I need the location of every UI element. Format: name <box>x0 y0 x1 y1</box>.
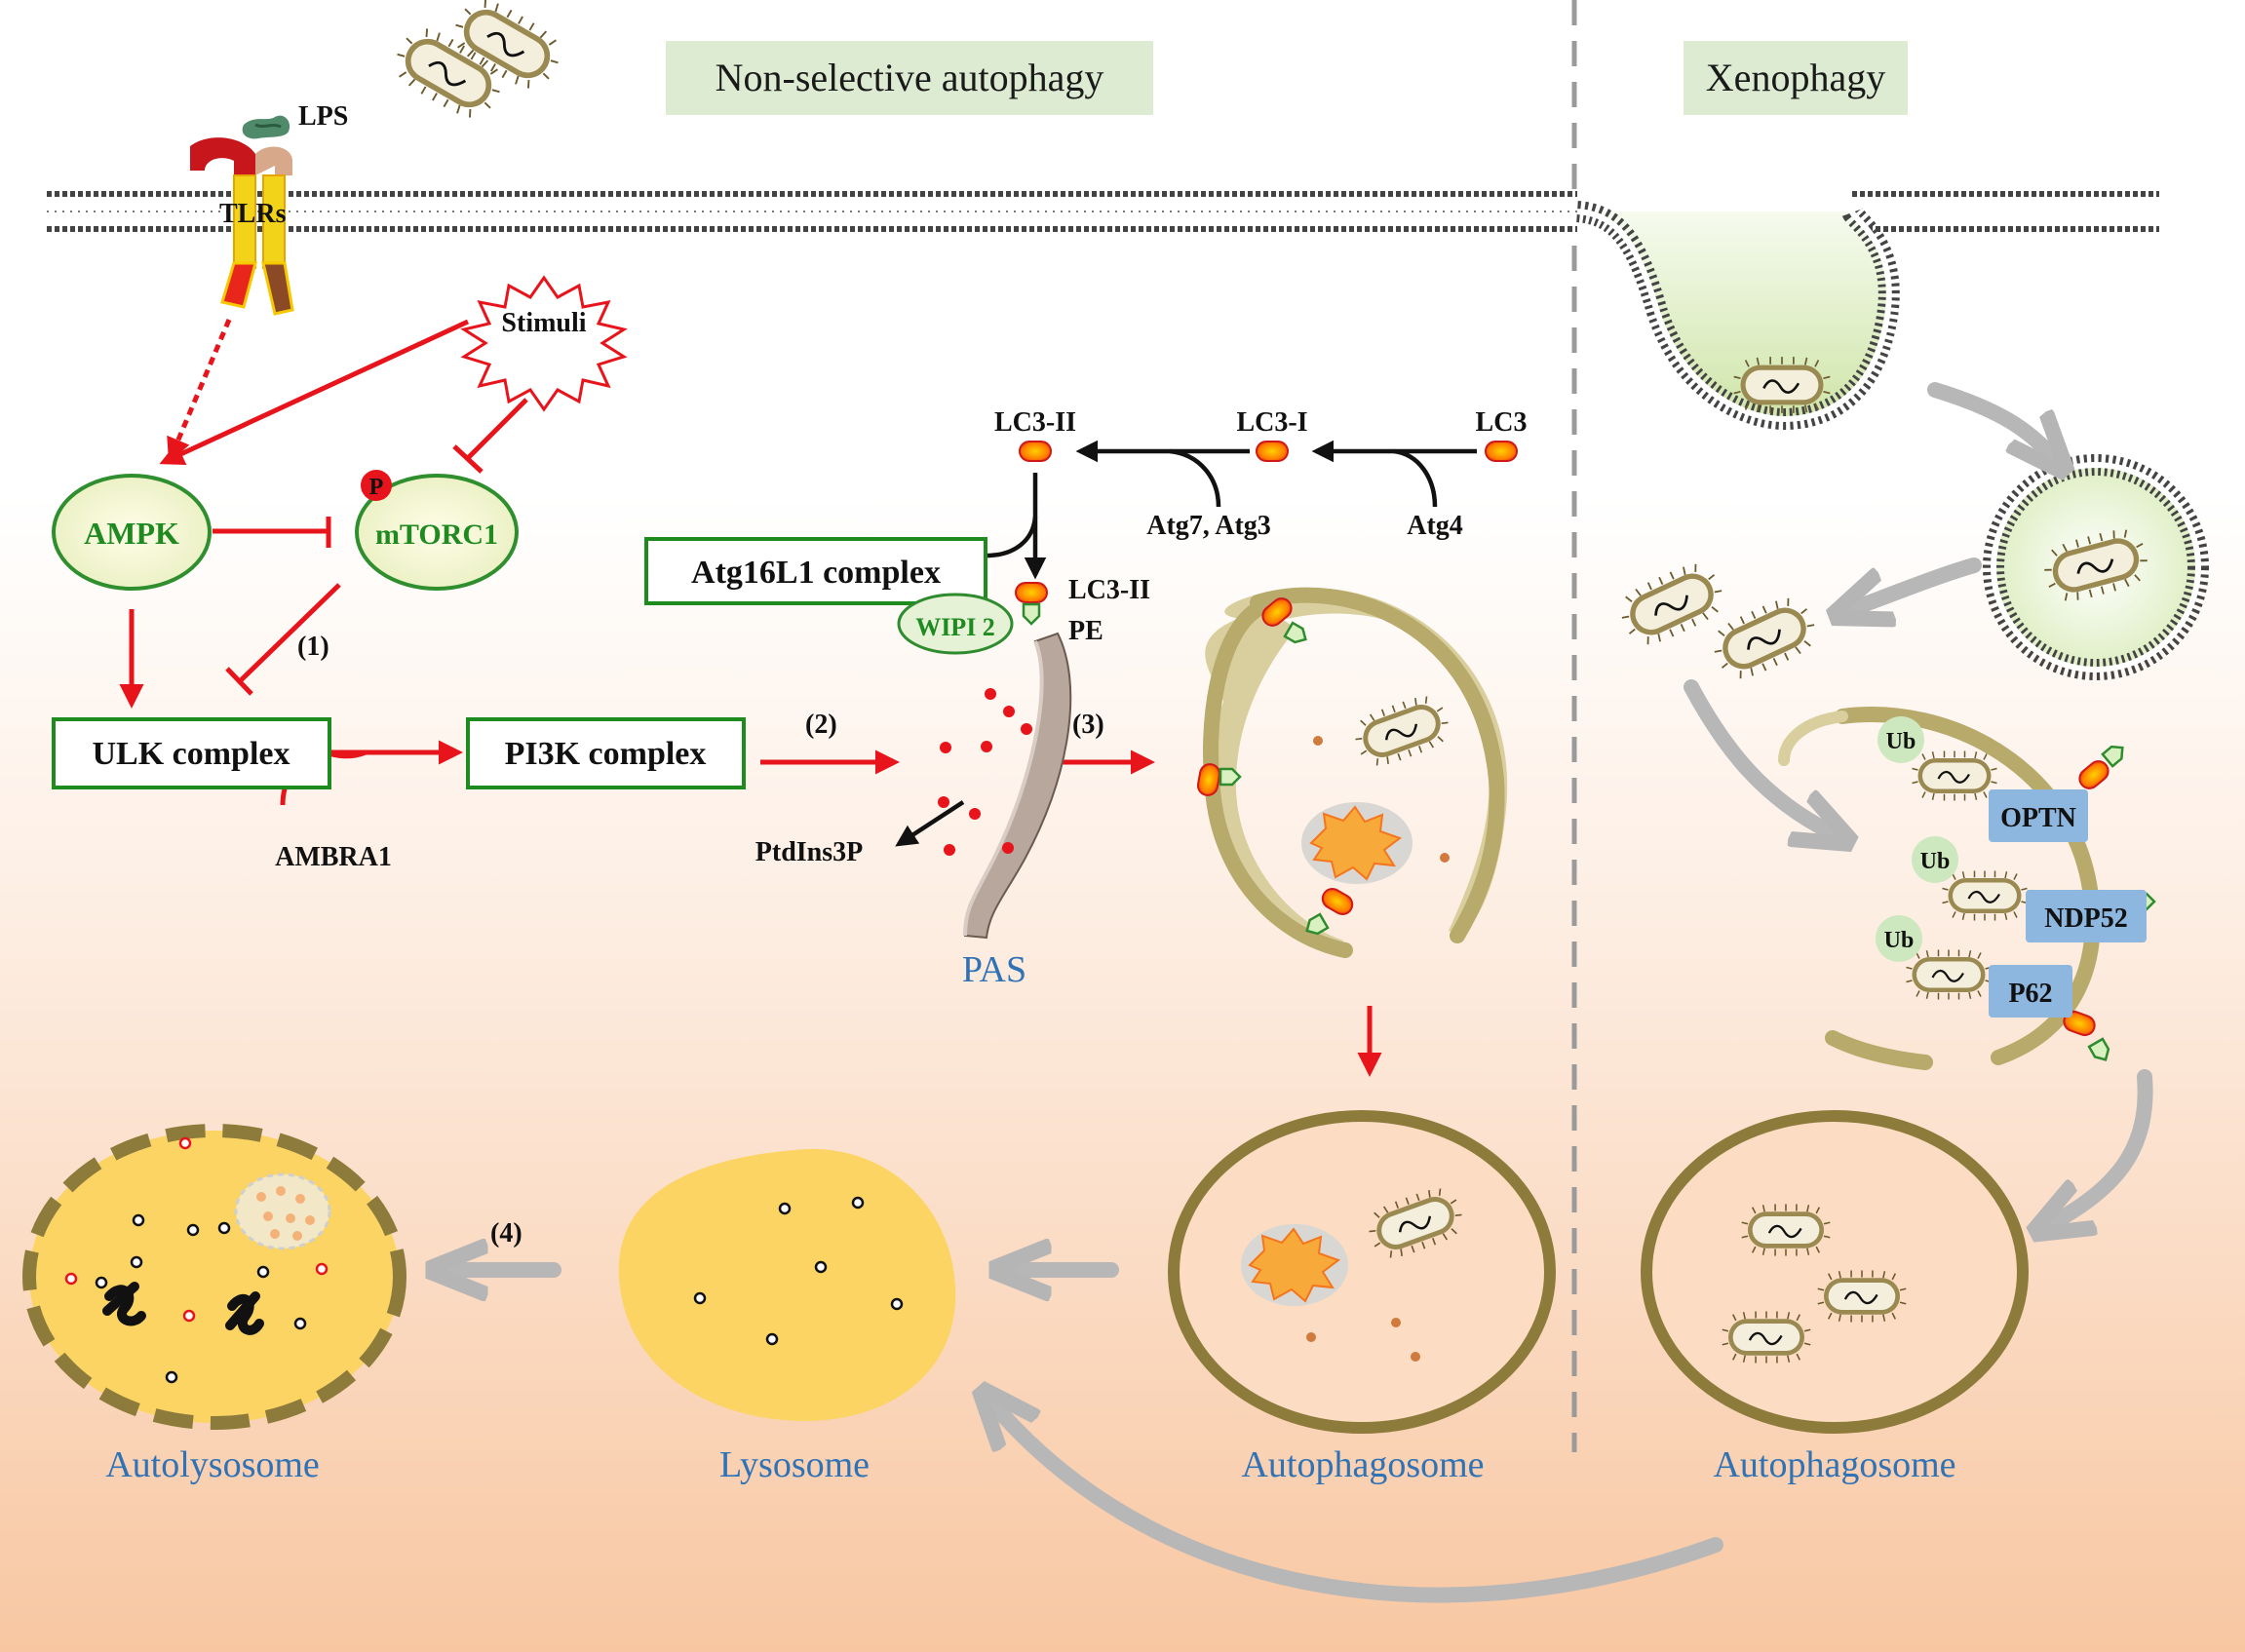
membrane-invagination <box>1575 201 1900 431</box>
step-1-label: (1) <box>297 632 329 662</box>
ptdins3p-label: PtdIns3P <box>755 837 863 867</box>
phagophore-selective <box>1778 707 2156 1070</box>
ulk-complex-label: ULK complex <box>92 736 290 772</box>
lysosome-label: Lysosome <box>719 1444 870 1485</box>
tlrs-label: TLRs <box>219 199 287 229</box>
optn-label: OPTN <box>2000 803 2076 833</box>
pi3k-complex-box <box>466 717 746 789</box>
signaling-arrows <box>119 319 1382 1077</box>
lps-label: LPS <box>298 101 348 132</box>
autolysosome <box>22 1124 406 1430</box>
phagophore-pas <box>938 632 1072 940</box>
ampk-node <box>52 474 212 591</box>
step-3-label: (3) <box>1072 710 1104 740</box>
wipi2-label: WIPI 2 <box>915 613 995 641</box>
step-4-label: (4) <box>490 1218 523 1249</box>
ptdins3p-arrow <box>895 800 965 847</box>
autolysosome-label: Autolysosome <box>105 1444 320 1485</box>
stimuli-burst <box>460 275 628 412</box>
ulk-complex-box <box>52 717 331 789</box>
ambra1-label: AMBRA1 <box>275 842 392 872</box>
lysosome <box>618 1148 956 1422</box>
ub-label-2: Ub <box>1920 849 1951 874</box>
tlr-receptor <box>190 115 294 316</box>
wipi2-node <box>897 593 1014 655</box>
lc3ii-top-label: LC3-II <box>994 407 1076 438</box>
lc3-label: LC3 <box>1476 407 1528 438</box>
bacterial-vacuole <box>1983 454 2209 680</box>
ub-bacterium-ndp52 <box>1912 836 2147 942</box>
autophagosome-left <box>1168 1110 1556 1434</box>
p62-label: P62 <box>2008 979 2052 1009</box>
atg4-label: Atg4 <box>1407 511 1463 541</box>
ub-bacterium-p62 <box>1876 915 2072 1018</box>
autophagosome-left-label: Autophagosome <box>1241 1444 1484 1485</box>
bacterium-in-pit <box>1732 355 1832 415</box>
lc3-i <box>1256 441 1289 462</box>
phagophore-expanding <box>1195 587 1508 958</box>
lc3ii-pe-label: LC3-II <box>1068 575 1150 605</box>
lc3-free <box>1485 441 1518 462</box>
title-box-xenophagy <box>1684 41 1908 115</box>
atg16l1-complex-box <box>644 537 987 605</box>
title-xenophagy: Xenophagy <box>1706 56 1885 99</box>
ndp52-label: NDP52 <box>2044 903 2128 934</box>
ub-label-3: Ub <box>1884 928 1915 953</box>
ub-label-1: Ub <box>1886 729 1916 754</box>
plasma-membrane <box>47 190 2159 233</box>
stimuli-label: Stimuli <box>501 308 586 338</box>
phospho-label: P <box>369 475 384 500</box>
atg7-atg3-label: Atg7, Atg3 <box>1146 511 1271 541</box>
step-2-label: (2) <box>805 710 837 740</box>
ampk-label: AMPK <box>84 516 179 551</box>
phospho-badge <box>361 470 392 501</box>
ub-bacterium-optn <box>1877 716 2088 842</box>
pi3k-complex-label: PI3K complex <box>505 736 707 772</box>
atg16l1-complex-label: Atg16L1 complex <box>691 555 941 591</box>
autophagosome-right <box>1641 1110 2029 1434</box>
mtorc1-node <box>355 474 519 591</box>
mtorc1-label: mTORC1 <box>375 519 498 551</box>
lc3-conjugation-arrows <box>986 440 1477 580</box>
title-nonselective: Non-selective autophagy <box>716 56 1104 99</box>
lc3ii-pe-lipidated <box>1015 582 1048 603</box>
title-box-nonselective <box>666 41 1153 115</box>
xenophagy-arrows <box>450 382 2153 1603</box>
pe-label: PE <box>1068 616 1103 646</box>
pas-label: PAS <box>962 949 1026 990</box>
lc3i-label: LC3-I <box>1236 407 1307 438</box>
autophagosome-right-label: Autophagosome <box>1713 1444 1955 1485</box>
